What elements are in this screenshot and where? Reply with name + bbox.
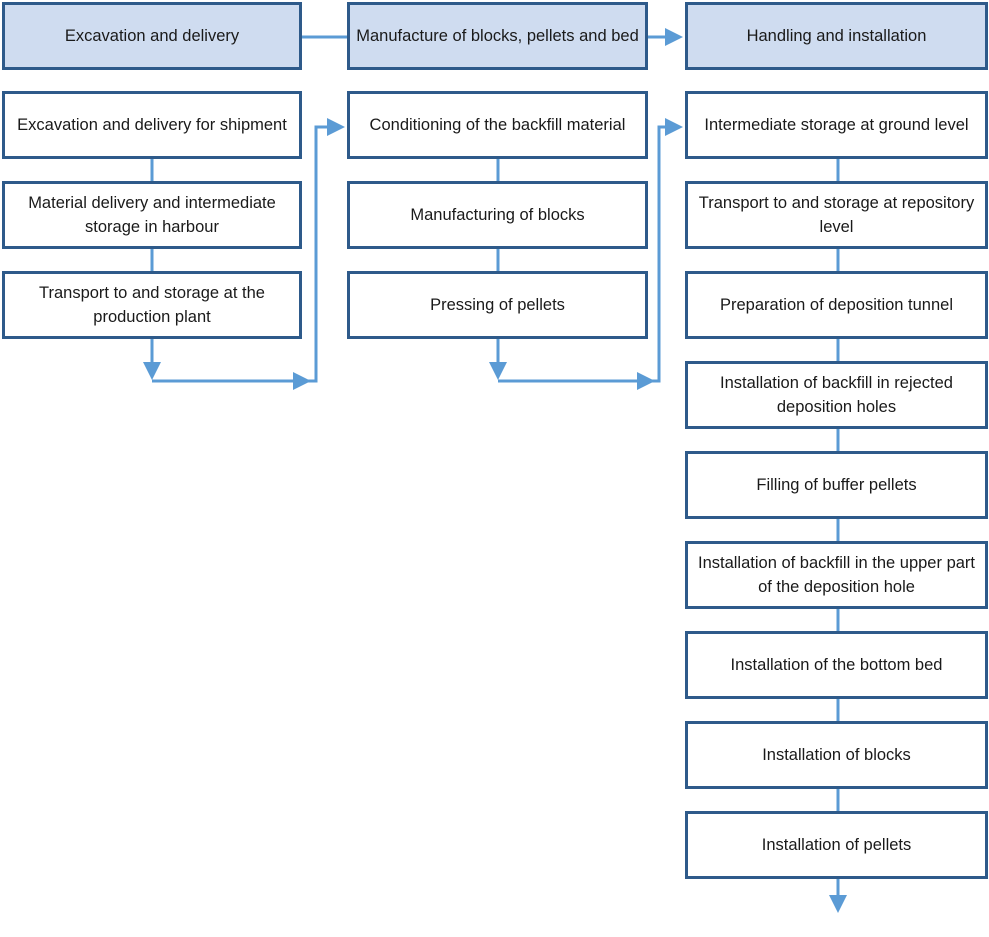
header-label: Manufacture of blocks, pellets and bed [356, 27, 639, 45]
step-installation-pellets: Installation of pellets [685, 811, 988, 879]
step-transport-repository-level: Transport to and storage at repository l… [685, 181, 988, 249]
step-label: Installation of blocks [762, 746, 911, 764]
step-intermediate-storage-ground: Intermediate storage at ground level [685, 91, 988, 159]
step-backfill-rejected-holes: Installation of backfill in rejected dep… [685, 361, 988, 429]
step-label: Pressing of pellets [430, 296, 565, 314]
step-bottom-bed: Installation of the bottom bed [685, 631, 988, 699]
step-transport-production-plant: Transport to and storage at the producti… [2, 271, 302, 339]
step-filling-buffer-pellets: Filling of buffer pellets [685, 451, 988, 519]
step-label: Intermediate storage at ground level [704, 116, 969, 134]
step-label: Installation of backfill in rejected dep… [720, 374, 953, 416]
header-label: Handling and installation [746, 27, 927, 45]
step-label: Material delivery and intermediate stora… [28, 194, 276, 236]
step-label: Transport to and storage at the producti… [39, 284, 265, 326]
step-label: Transport to and storage at repository l… [698, 194, 975, 236]
step-label: Manufacturing of blocks [410, 206, 585, 224]
step-label: Installation of pellets [761, 836, 912, 854]
header-manufacture: Manufacture of blocks, pellets and bed [347, 2, 648, 70]
step-excavation-delivery-shipment: Excavation and delivery for shipment [2, 91, 302, 159]
step-label: Preparation of deposition tunnel [720, 296, 953, 314]
header-label: Excavation and delivery [64, 27, 240, 45]
step-conditioning-backfill: Conditioning of the backfill material [347, 91, 648, 159]
step-material-delivery-harbour: Material delivery and intermediate stora… [2, 181, 302, 249]
step-label: Installation of the bottom bed [730, 656, 943, 674]
col2-to-col3-arrow [652, 118, 683, 383]
step-label: Excavation and delivery for shipment [17, 116, 287, 134]
step-pressing-pellets: Pressing of pellets [347, 271, 648, 339]
step-preparation-deposition-tunnel: Preparation of deposition tunnel [685, 271, 988, 339]
step-manufacturing-blocks: Manufacturing of blocks [347, 181, 648, 249]
step-label: Installation of backfill in the upper pa… [698, 554, 975, 596]
col1-to-col2-arrow [308, 118, 345, 383]
step-label: Filling of buffer pellets [756, 476, 917, 494]
header-handling-and-installation: Handling and installation [685, 2, 988, 70]
step-label: Conditioning of the backfill material [369, 116, 626, 134]
step-backfill-upper-part: Installation of backfill in the upper pa… [685, 541, 988, 609]
step-installation-blocks: Installation of blocks [685, 721, 988, 789]
header-excavation-and-delivery: Excavation and delivery [2, 2, 302, 70]
